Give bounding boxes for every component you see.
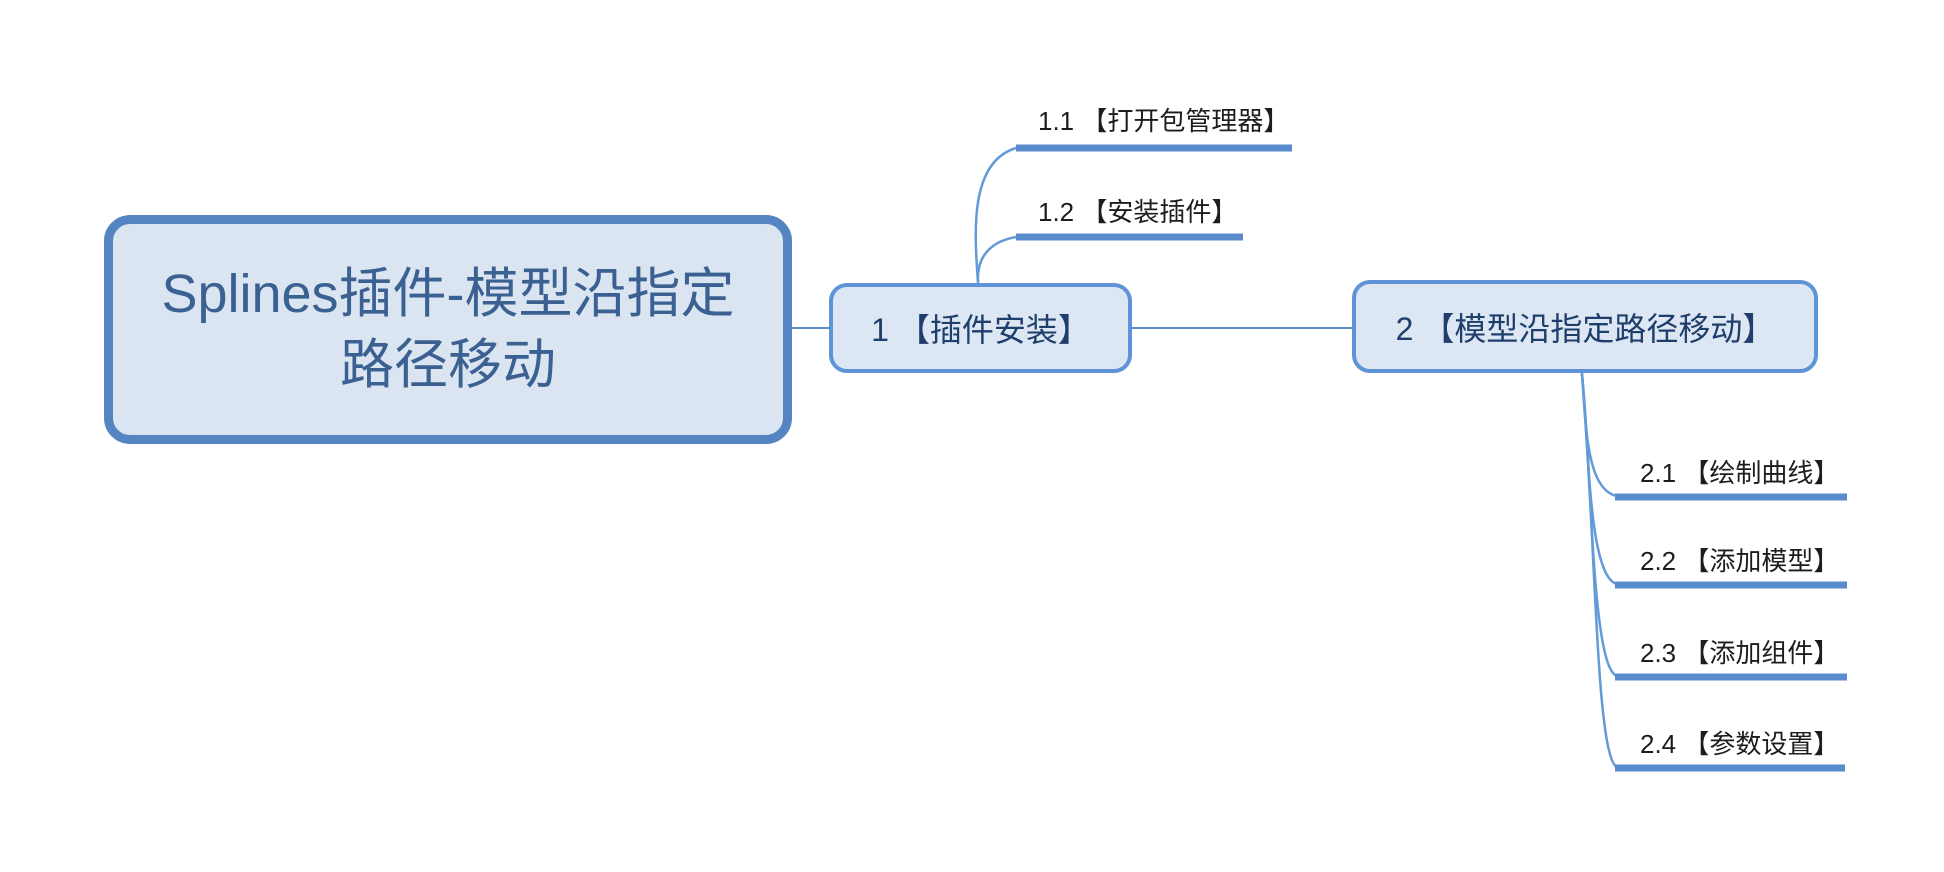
branch-topic2-to-subtopic-2-1: [1580, 372, 1619, 498]
subtopic-2-4[interactable]: 2.4 【参数设置】: [1640, 729, 1840, 759]
subtopic-2-2[interactable]: 2.2 【添加模型】: [1640, 546, 1840, 576]
main-topic-2[interactable]: 2 【模型沿指定路径移动】: [1352, 280, 1818, 373]
branch-topic1-to-subtopic-1-1: [974, 146, 1018, 284]
main-topic-1-label: 1 【插件安装】: [871, 312, 1090, 348]
branch-topic2-to-subtopic-2-3: [1580, 372, 1619, 678]
subtopic-2-3[interactable]: 2.3 【添加组件】: [1640, 638, 1840, 668]
subtopic-2-1[interactable]: 2.1 【绘制曲线】: [1640, 458, 1840, 488]
branch-topic2-to-subtopic-2-2: [1580, 372, 1619, 586]
main-topic-2-label: 2 【模型沿指定路径移动】: [1395, 310, 1775, 347]
main-topic-1[interactable]: 1 【插件安装】: [829, 283, 1132, 373]
branch-topic2-to-subtopic-2-4: [1580, 372, 1619, 769]
branch-topic1-to-subtopic-1-2: [976, 235, 1018, 284]
subtopic-1-2[interactable]: 1.2 【安装插件】: [1038, 197, 1238, 227]
subtopic-1-1[interactable]: 1.1 【打开包管理器】: [1038, 106, 1290, 136]
root-topic-label: Splines插件-模型沿指定路径移动: [161, 263, 735, 395]
root-topic[interactable]: Splines插件-模型沿指定路径移动: [104, 215, 792, 444]
